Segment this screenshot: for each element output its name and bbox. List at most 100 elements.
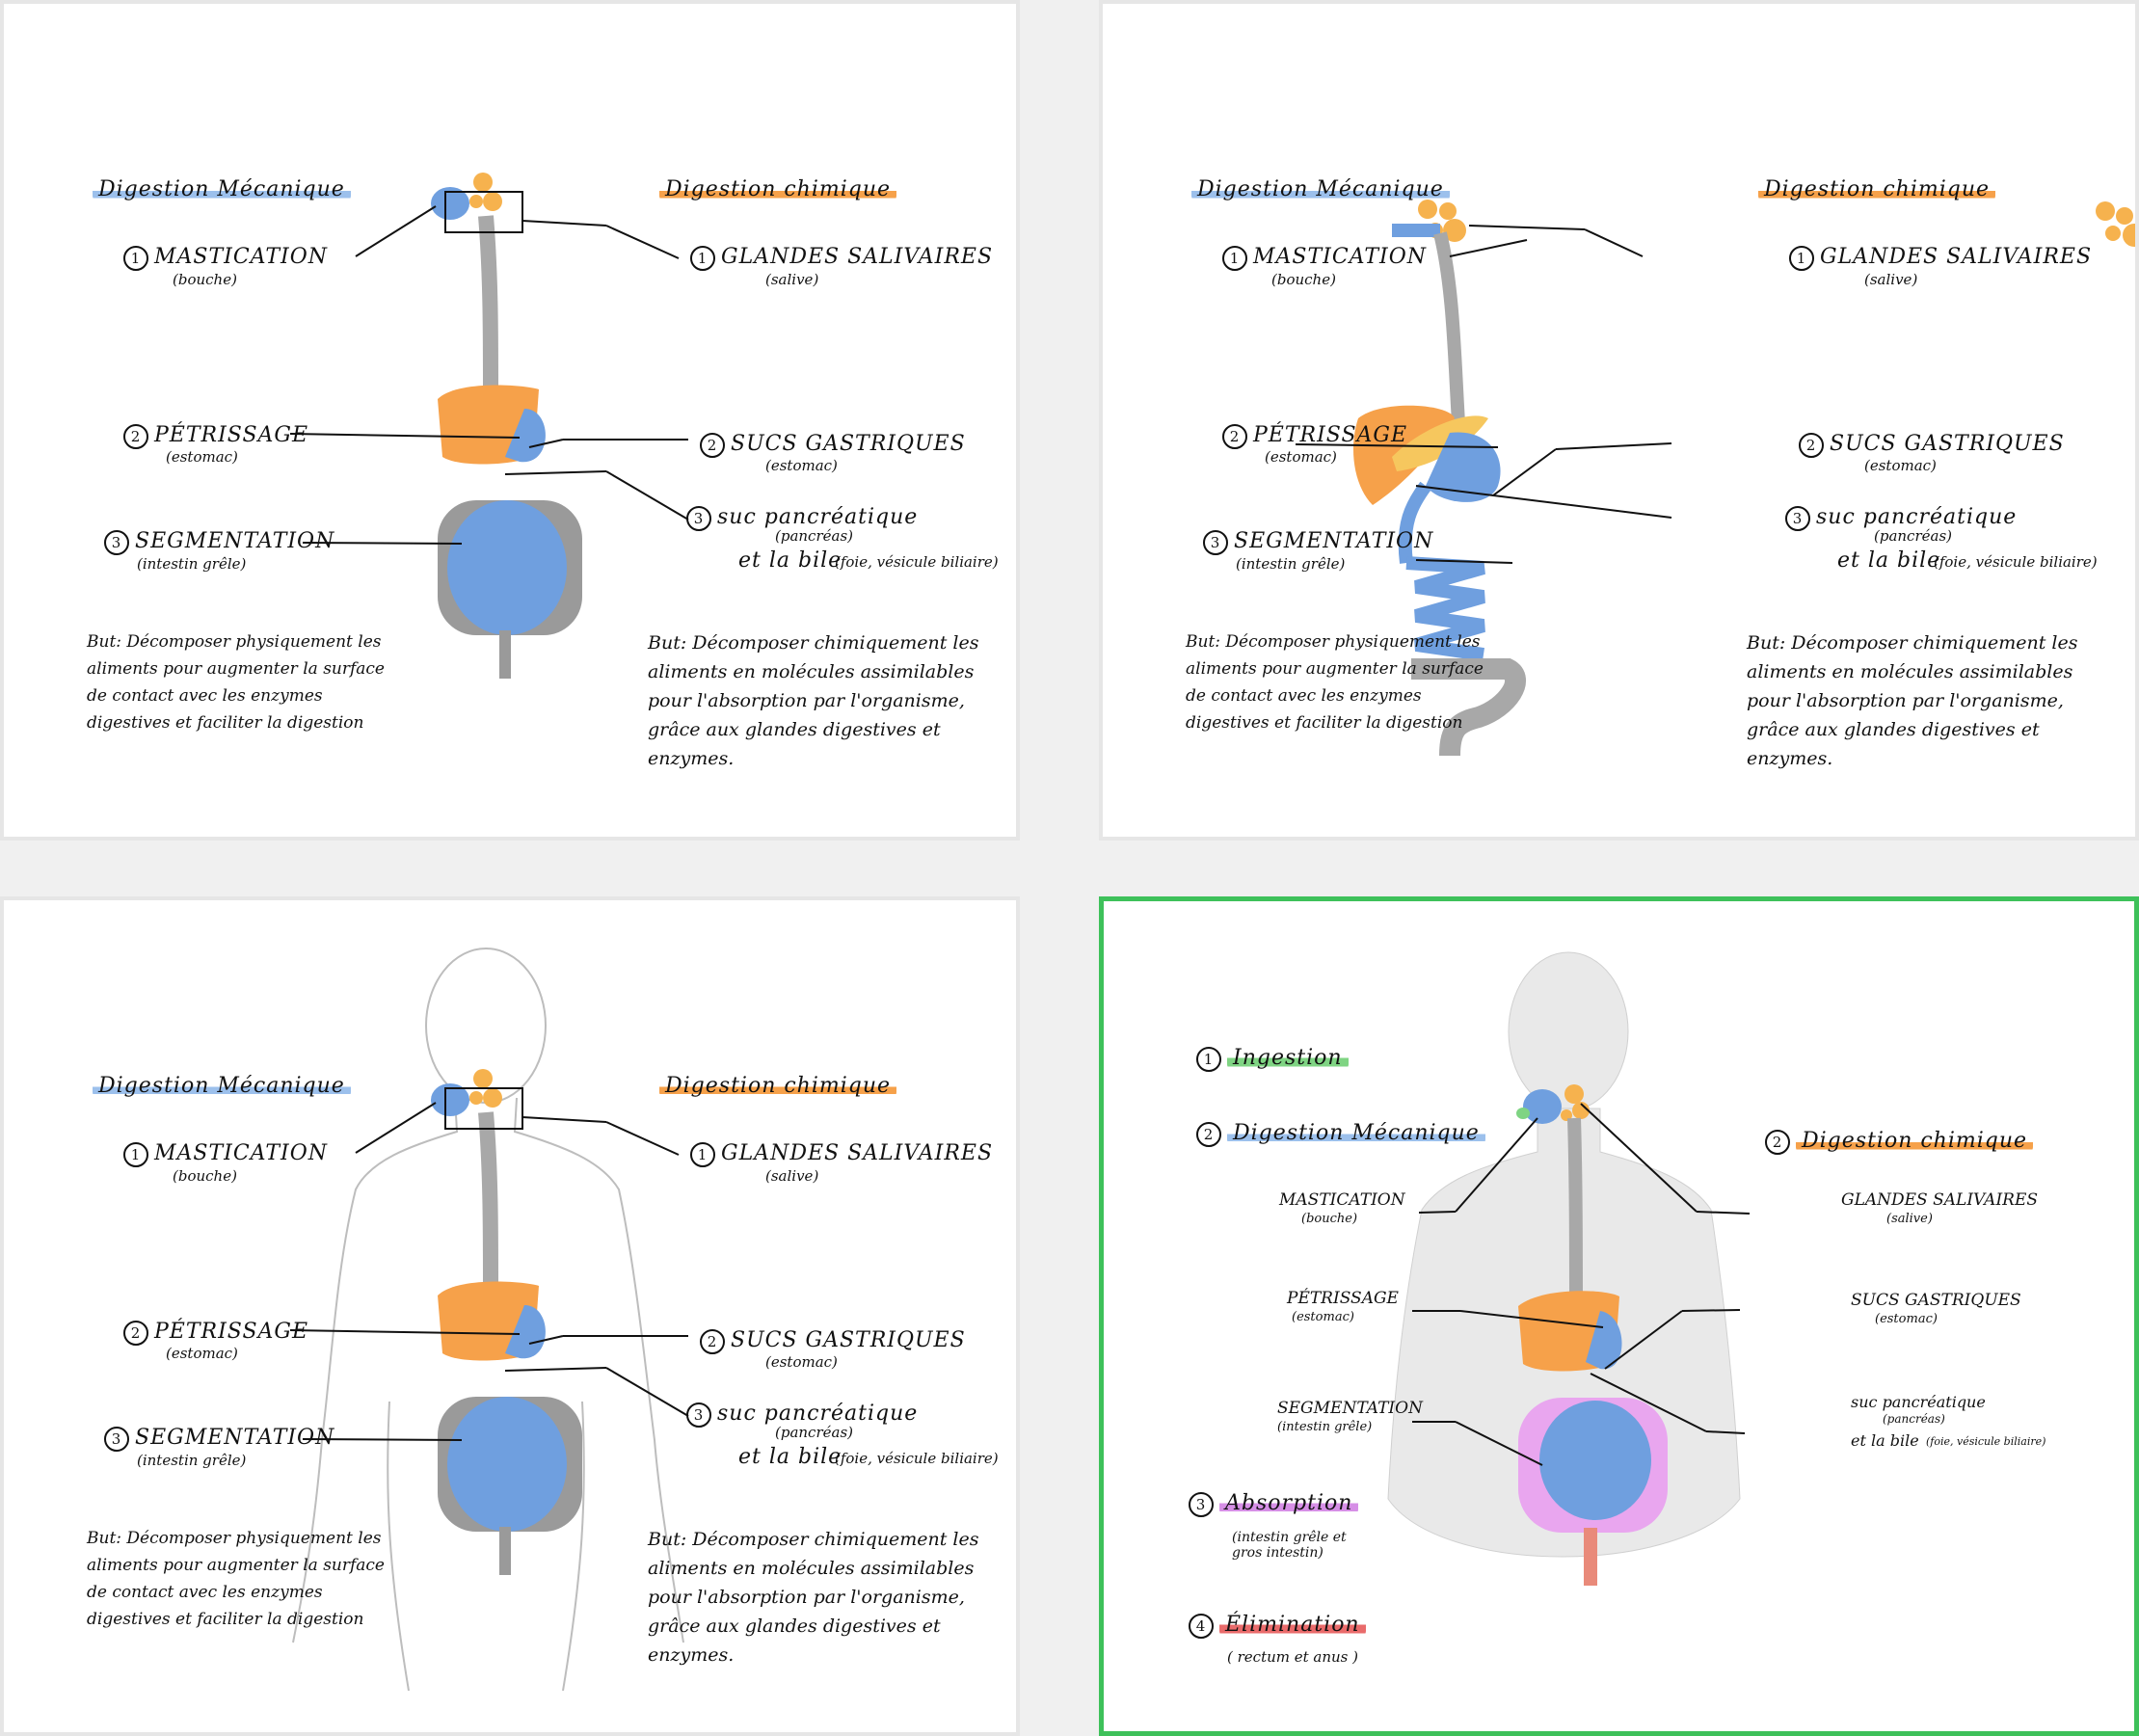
- sub-salive: (salive): [1886, 1212, 1933, 1226]
- mouth-shape: [431, 1083, 469, 1116]
- stomach-shape: [505, 1305, 546, 1359]
- goal-chimique: But: Décomposer chimiquement les aliment…: [648, 632, 979, 769]
- zoom-box: [444, 1087, 523, 1130]
- goal-mecanique: But: Décomposer physiquement les aliment…: [1186, 632, 1484, 733]
- salivary-gland-shape: [469, 1069, 502, 1108]
- sub-pancreas: (pancréas): [1883, 1412, 1945, 1426]
- header-digestion-chimique: Digestion chimique: [659, 1074, 897, 1098]
- sub-bouche: (bouche): [173, 1167, 237, 1185]
- digestive-diagram: [2096, 201, 2135, 247]
- label-bile: et la bile: [1851, 1431, 1919, 1450]
- label-bile: et la bile: [738, 548, 842, 573]
- panel-2[interactable]: Digestion Mécanique Digestion chimique 1…: [1099, 0, 2139, 841]
- stomach-shape: [505, 409, 546, 463]
- sub-estomac-right: (estomac): [1864, 457, 1937, 474]
- panel-3[interactable]: Digestion Mécanique Digestion chimique 1…: [0, 896, 1020, 1736]
- header-digestion-mecanique: Digestion Mécanique: [93, 177, 351, 201]
- header-digestion-chimique: Digestion chimique: [659, 177, 897, 201]
- goal-mecanique: But: Décomposer physiquement les aliment…: [87, 632, 385, 733]
- small-intestine-shape: [447, 1397, 567, 1532]
- sub-pancreas: (pancréas): [775, 1424, 853, 1441]
- sub-intestin-grele: (intestin grêle): [137, 555, 247, 573]
- full-body-diagram: [1387, 951, 1751, 1586]
- digestive-diagram-body: [289, 948, 689, 1692]
- sub-pancreas: (pancréas): [1874, 527, 1952, 545]
- stomach-shape: [1426, 432, 1501, 502]
- sub-estomac: (estomac): [166, 448, 238, 466]
- sub-elimination: ( rectum et anus ): [1227, 1648, 1359, 1666]
- small-intestine-shape: [1539, 1401, 1651, 1520]
- lips-shape: [1516, 1108, 1530, 1119]
- sub-foie: (foie, vésicule biliaire): [1926, 1435, 2046, 1448]
- label-petrissage: PÉTRISSAGE: [1287, 1289, 1399, 1308]
- sub-estomac-right: (estomac): [765, 1353, 838, 1371]
- stomach-shape: [1586, 1311, 1622, 1370]
- mouth-shape: [1523, 1089, 1562, 1124]
- digestive-tract: [1295, 200, 1672, 757]
- small-intestine-shape: [447, 500, 567, 635]
- sub-salive: (salive): [765, 1167, 819, 1185]
- sub-foie: (foie, vésicule biliaire): [835, 1450, 999, 1467]
- goal-chimique: But: Décomposer chimiquement les aliment…: [648, 1529, 979, 1666]
- sub-bouche: (bouche): [1271, 271, 1336, 288]
- header-digestion-chimique: Digestion chimique: [1758, 177, 1996, 201]
- goal-chimique: But: Décomposer chimiquement les aliment…: [1747, 632, 2078, 769]
- esophagus-shape: [478, 215, 498, 390]
- sub-intestin-grele: (intestin grêle): [1236, 555, 1346, 573]
- zoom-box: [444, 191, 523, 233]
- sub-salive: (salive): [765, 271, 819, 288]
- label-sucs-gastriques: SUCS GASTRIQUES: [1851, 1291, 2021, 1310]
- label-glandes-salivaires: GLANDES SALIVAIRES: [1841, 1190, 2039, 1210]
- salivary-gland-shape: [1561, 1084, 1590, 1121]
- sub-estomac: (estomac): [1292, 1310, 1354, 1324]
- label-mastication: MASTICATION: [1279, 1190, 1405, 1210]
- pancreas-shape: [1392, 415, 1488, 471]
- label-suc-pancreatique: suc pancréatique: [1851, 1393, 1986, 1411]
- salivary-gland-shape: [2096, 201, 2135, 247]
- label-bile: et la bile: [738, 1445, 842, 1469]
- salivary-gland-shape: [469, 173, 502, 211]
- sub-pancreas: (pancréas): [775, 527, 853, 545]
- label-bile: et la bile: [1837, 548, 1941, 573]
- panel-1[interactable]: Digestion Mécanique Digestion chimique 1…: [0, 0, 1020, 841]
- sub-estomac-right: (estomac): [765, 457, 838, 474]
- goal-mecanique: But: Décomposer physiquement les aliment…: [87, 1529, 385, 1629]
- large-intestine-shape: [1411, 658, 1526, 757]
- header-digestion-mecanique: Digestion Mécanique: [1191, 177, 1450, 201]
- sub-estomac: (estomac): [166, 1345, 238, 1362]
- small-intestine-shape: [1405, 556, 1485, 661]
- sub-intestin-grele: (intestin grêle): [137, 1452, 247, 1469]
- salivary-glands-shape: [1418, 200, 1466, 242]
- header-digestion-mecanique: Digestion Mécanique: [93, 1074, 351, 1098]
- mouth-shape: [431, 187, 469, 220]
- sub-foie: (foie, vésicule biliaire): [835, 553, 999, 571]
- sub-estomac: (estomac): [1265, 448, 1337, 466]
- sub-absorption: (intestin grêle et gros intestin): [1232, 1530, 1347, 1561]
- sub-estomac-right: (estomac): [1875, 1312, 1938, 1326]
- esophagus-shape: [1433, 231, 1466, 439]
- label-segmentation: SEGMENTATION: [1277, 1399, 1423, 1418]
- esophagus-shape: [478, 1111, 498, 1287]
